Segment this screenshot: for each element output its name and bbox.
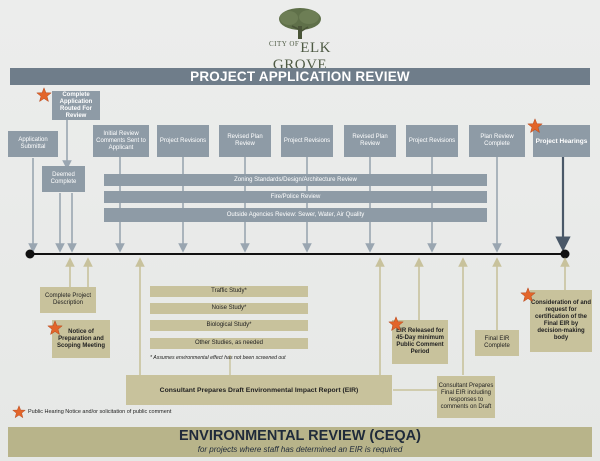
review-bar-outside-agencies: Outside Agencies Review: Sewer, Water, A…	[104, 208, 487, 222]
legend-star-icon	[12, 405, 26, 419]
star-icon	[36, 87, 52, 103]
legend: Public Hearing Notice and/or solicitatio…	[12, 405, 272, 419]
study-traffic: Traffic Study*	[150, 286, 308, 297]
step-application-submittal: Application Submittal	[8, 131, 58, 157]
step-project-revisions-1: Project Revisions	[157, 125, 209, 157]
star-icon	[388, 316, 404, 332]
step-revised-plan-review-2: Revised Plan Review	[344, 125, 396, 157]
deemed-complete-box: Deemed Complete	[42, 166, 85, 192]
step-project-revisions-2: Project Revisions	[281, 125, 333, 157]
env-eir-released: EIR Released for 45-Day minimum Public C…	[392, 320, 448, 364]
step-project-hearings: Project Hearings	[533, 125, 590, 157]
star-icon	[520, 287, 536, 303]
env-notice-of-preparation: Notice of Preparation and Scoping Meetin…	[52, 320, 110, 358]
star-icon	[527, 118, 543, 134]
study-noise: Noise Study*	[150, 303, 308, 314]
env-final-eir-complete: Final EIR Complete	[475, 330, 519, 356]
step-plan-review-complete: Plan Review Complete	[469, 125, 525, 157]
star-icon	[47, 320, 63, 336]
routed-for-review-box: Complete Application Routed For Review	[52, 91, 100, 120]
env-certification: Consideration of and request for certifi…	[530, 290, 592, 352]
env-complete-project-description: Complete Project Description	[40, 287, 96, 313]
project-application-review-banner: PROJECT APPLICATION REVIEW	[10, 68, 590, 85]
environmental-review-subtitle: for projects where staff has determined …	[197, 445, 403, 454]
review-bar-fire-police: Fire/Police Review	[104, 191, 487, 203]
legend-text: Public Hearing Notice and/or solicitatio…	[28, 409, 172, 415]
step-initial-review-comments: Initial Review Comments Sent to Applican…	[93, 125, 149, 157]
env-final-eir-prep: Consultant Prepares Final EIR including …	[437, 376, 495, 418]
study-biological: Biological Study*	[150, 320, 308, 331]
environmental-review-banner: ENVIRONMENTAL REVIEW (CEQA) for projects…	[8, 427, 592, 457]
step-project-revisions-3: Project Revisions	[406, 125, 458, 157]
study-other: Other Studies, as needed	[150, 338, 308, 349]
logo-prefix: CITY OF	[269, 40, 300, 48]
env-draft-eir: Consultant Prepares Draft Environmental …	[126, 375, 392, 405]
environmental-review-title: ENVIRONMENTAL REVIEW (CEQA)	[179, 428, 421, 444]
review-bar-zoning: Zoning Standards/Design/Architecture Rev…	[104, 174, 487, 186]
oak-tree-logo-icon	[279, 8, 321, 39]
step-revised-plan-review-1: Revised Plan Review	[219, 125, 271, 157]
studies-footnote: * Assumes environmental effect has not b…	[150, 355, 286, 361]
